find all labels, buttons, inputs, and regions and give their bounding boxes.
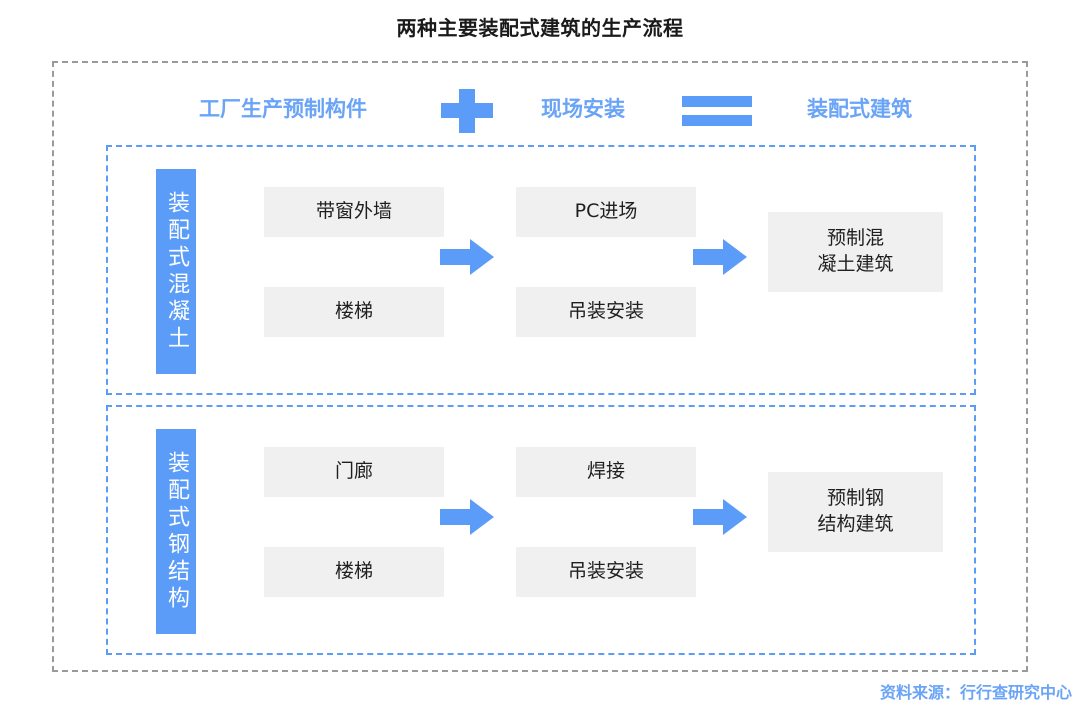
result-box-line-1: 预制钢: [826, 487, 884, 510]
row-category-label-concrete: 装配式混凝土: [156, 169, 196, 374]
result-box-steel: 预制钢 结构建筑: [768, 472, 943, 552]
result-box-concrete: 预制混 凝土建筑: [768, 212, 943, 292]
onsite-item-box: PC进场: [516, 187, 696, 237]
arrow-right-icon: [693, 239, 747, 275]
equation-header: 工厂生产预制构件 现场安装 装配式建筑: [54, 83, 1026, 133]
onsite-item-box: 焊接: [516, 447, 696, 497]
result-box-line-2: 凝土建筑: [817, 253, 894, 275]
onsite-item-box: 吊装安装: [516, 547, 696, 597]
result-box-line-2: 结构建筑: [817, 513, 894, 535]
onsite-item-box: 吊装安装: [516, 287, 696, 337]
plus-icon-vertical-bar: [459, 89, 475, 133]
row-category-label-steel: 装配式钢结构: [156, 429, 196, 634]
factory-item-box: 楼梯: [264, 287, 444, 337]
header-result-label: 装配式建筑: [807, 97, 912, 121]
factory-item-box: 带窗外墙: [264, 187, 444, 237]
result-box-line-1: 预制混: [826, 227, 884, 250]
arrow-right-icon: [440, 499, 494, 535]
plus-icon: [441, 89, 493, 133]
header-onsite-label: 现场安装: [541, 97, 625, 121]
process-row-concrete: 装配式混凝土 带窗外墙 楼梯 PC进场 吊装安装 预制混 凝土建筑: [106, 145, 976, 395]
equals-icon-top-bar: [682, 96, 752, 107]
diagram-outer-frame: 工厂生产预制构件 现场安装 装配式建筑 装配式混凝土 带窗外墙 楼梯 PC进场 …: [52, 61, 1028, 672]
process-row-steel: 装配式钢结构 门廊 楼梯 焊接 吊装安装 预制钢 结构建筑: [106, 405, 976, 655]
equals-icon-bottom-bar: [682, 115, 752, 126]
page-title: 两种主要装配式建筑的生产流程: [396, 16, 684, 40]
equals-icon: [682, 96, 752, 126]
arrow-right-icon: [440, 239, 494, 275]
arrow-right-icon: [693, 499, 747, 535]
factory-item-box: 门廊: [264, 447, 444, 497]
source-attribution: 资料来源：行行查研究中心: [879, 683, 1072, 702]
header-factory-label: 工厂生产预制构件: [199, 97, 367, 121]
factory-item-box: 楼梯: [264, 547, 444, 597]
